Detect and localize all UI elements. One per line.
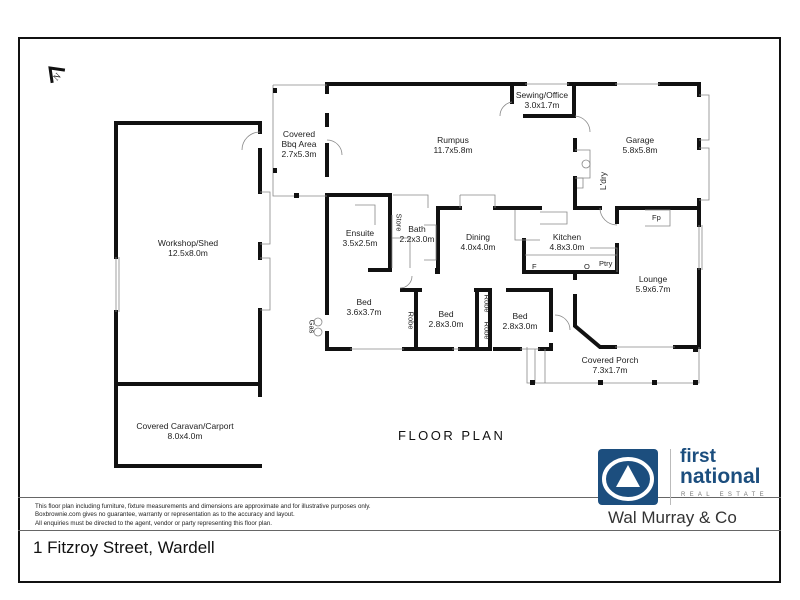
brand-real-estate: REAL ESTATE	[681, 492, 768, 498]
robe-label-1: Robe	[406, 311, 416, 330]
plan-frame	[18, 37, 781, 583]
oven-label: O	[584, 262, 590, 271]
fridge-label: F	[532, 262, 537, 271]
agency-name: Wal Murray & Co	[608, 508, 737, 527]
robe-label-2: Robe	[482, 294, 492, 313]
north-arrow-icon: N	[48, 66, 66, 84]
property-address: 1 Fitzroy Street, Wardell	[33, 538, 215, 557]
brand-first: first	[680, 446, 716, 467]
address-divider	[18, 530, 781, 531]
logo-separator	[670, 449, 671, 505]
floor-plan-title: FLOOR PLAN	[398, 428, 506, 443]
brand-national: national	[680, 465, 761, 488]
first-national-logo-icon	[598, 449, 658, 505]
disclaimer-divider	[18, 497, 781, 498]
robe-label-3: Robe	[482, 321, 492, 340]
disclaimer-line-3: All enquiries must be directed to the ag…	[35, 519, 272, 527]
disclaimer: This floor plan including furniture, fix…	[35, 503, 371, 528]
store-label: Store	[394, 213, 404, 232]
laundry-label: L'dry	[598, 171, 609, 191]
disclaimer-line-1: This floor plan including furniture, fix…	[35, 503, 371, 510]
pantry-label: Ptry	[599, 259, 613, 268]
gas-label: Gas	[307, 319, 317, 334]
fireplace-label: Fp	[652, 213, 661, 222]
disclaimer-line-2: Boxbrownie.com gives no guarantee, warra…	[35, 511, 295, 519]
